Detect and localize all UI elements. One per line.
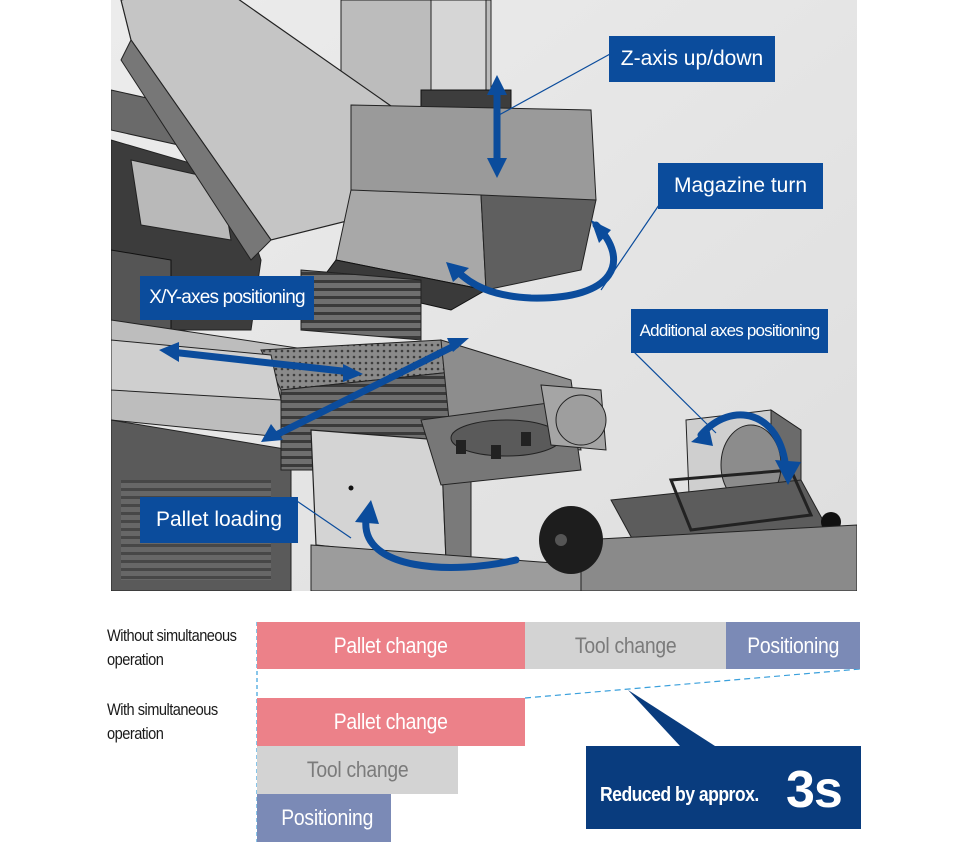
magazine-turn-arrow — [452, 221, 617, 302]
leader-pallet-loading — [290, 496, 352, 539]
bar-tool-sequential: Tool change — [525, 622, 726, 669]
time-saved-guide-line — [524, 668, 861, 699]
callout-pallet-loading: Pallet loading — [140, 497, 298, 543]
arrow-heads — [159, 75, 801, 524]
callout-label: X/Y-axes positioning — [149, 287, 305, 308]
reduction-text: Reduced by approx. — [600, 784, 759, 806]
bar-label: Pallet change — [334, 709, 448, 734]
row-label-with: With simultaneous operation — [107, 698, 218, 746]
bar-label: Tool change — [306, 757, 409, 782]
leader-z-axis — [498, 47, 622, 116]
callout-pointer-shape — [628, 690, 715, 746]
bar-label: Tool change — [574, 632, 677, 658]
pallet-loading-arrow — [362, 516, 520, 571]
y-axis-arrow — [272, 341, 460, 439]
reduction-value: 3s — [786, 761, 843, 819]
leader-additional-axes — [633, 351, 717, 434]
callout-magazine-turn: Magazine turn — [658, 163, 823, 209]
machine-drawing — [111, 0, 857, 591]
additional-axes-arrow — [697, 411, 790, 474]
row-label-line: Without simultaneous — [107, 626, 237, 645]
bar-tool-simultaneous: Tool change — [257, 746, 458, 794]
row-label-line: operation — [107, 650, 164, 669]
callout-label: Additional axes positioning — [639, 321, 821, 340]
reduction-badge: Reduced by approx. 3s — [586, 746, 861, 829]
bar-label: Positioning — [281, 805, 374, 830]
row-label-line: operation — [107, 724, 164, 743]
callout-xy-axes: X/Y-axes positioning — [140, 276, 314, 320]
workpiece-fixture — [420, 384, 607, 486]
callout-label: Z-axis up/down — [620, 47, 764, 70]
bar-positioning-simultaneous: Positioning — [257, 794, 391, 842]
row-label-without: Without simultaneous operation — [107, 624, 237, 672]
bar-pallet-simultaneous: Pallet change — [257, 698, 525, 746]
tool-magazine — [120, 0, 597, 311]
machine-illustration: Z-axis up/down Magazine turn X/Y-axes po… — [111, 0, 857, 591]
callout-label: Magazine turn — [673, 174, 808, 197]
bar-label: Pallet change — [334, 632, 448, 658]
bar-label: Positioning — [747, 632, 839, 658]
bar-pallet-sequential: Pallet change — [257, 622, 525, 669]
rotary-table — [539, 409, 857, 591]
row-label-line: With simultaneous — [107, 700, 218, 719]
x-axis-arrow — [167, 348, 355, 376]
callout-additional-axes: Additional axes positioning — [631, 309, 828, 353]
callout-z-axis: Z-axis up/down — [609, 36, 775, 82]
bar-positioning-sequential: Positioning — [726, 622, 860, 669]
callout-label: Pallet loading — [155, 508, 283, 531]
